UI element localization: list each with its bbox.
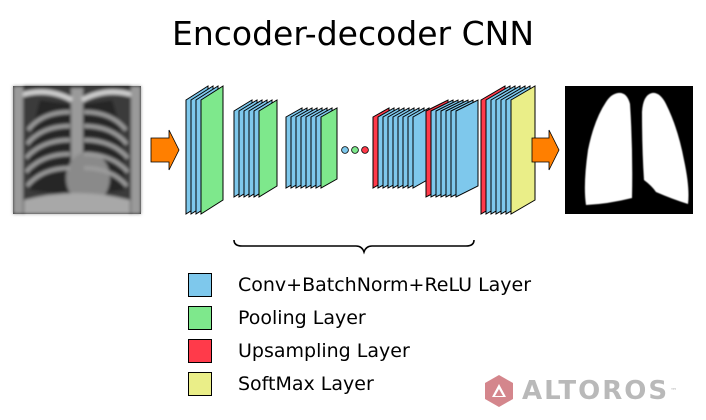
altoros-logo-text: ALTOROS bbox=[522, 376, 670, 406]
layer-stack-group bbox=[185, 85, 536, 215]
pool-layer-slab bbox=[258, 99, 278, 198]
conv-layer-slab bbox=[455, 99, 479, 198]
legend-label-conv: Conv+BatchNorm+ReLU Layer bbox=[238, 273, 532, 296]
encoder-decoder-brace bbox=[233, 239, 475, 255]
arrow-icon-input bbox=[150, 129, 180, 171]
legend-item-upsampling: Upsampling Layer bbox=[188, 334, 531, 367]
pool-layer-slab bbox=[320, 107, 338, 189]
output-mask-image bbox=[565, 86, 693, 214]
ellipsis-dots bbox=[341, 146, 369, 154]
ellipsis-dot-green bbox=[351, 146, 359, 154]
ellipsis-dot-blue bbox=[341, 146, 349, 154]
legend-swatch-pooling bbox=[188, 305, 212, 330]
legend-swatch-conv bbox=[188, 272, 212, 297]
altoros-logo-icon bbox=[485, 375, 513, 407]
legend-swatch-softmax bbox=[188, 371, 212, 396]
diagram-title: Encoder-decoder CNN bbox=[171, 14, 535, 53]
legend-swatch-upsampling bbox=[188, 338, 212, 363]
legend-label-upsampling: Upsampling Layer bbox=[238, 339, 410, 362]
legend-label-pooling: Pooling Layer bbox=[238, 306, 366, 329]
ellipsis-dot-red bbox=[361, 146, 369, 154]
legend-item-conv: Conv+BatchNorm+ReLU Layer bbox=[188, 268, 531, 301]
legend-label-softmax: SoftMax Layer bbox=[238, 372, 374, 395]
legend-item-softmax: SoftMax Layer bbox=[188, 367, 531, 400]
softmax-layer-slab bbox=[510, 85, 536, 215]
legend-item-pooling: Pooling Layer bbox=[188, 301, 531, 334]
input-xray-image bbox=[13, 86, 141, 214]
legend: Conv+BatchNorm+ReLU Layer Pooling Layer … bbox=[188, 268, 531, 400]
pool-layer-slab bbox=[200, 85, 224, 215]
altoros-logo-trademark: ™ bbox=[670, 387, 678, 395]
altoros-logo: ALTOROS ™ bbox=[482, 374, 677, 408]
arrow-icon-output bbox=[531, 129, 560, 171]
